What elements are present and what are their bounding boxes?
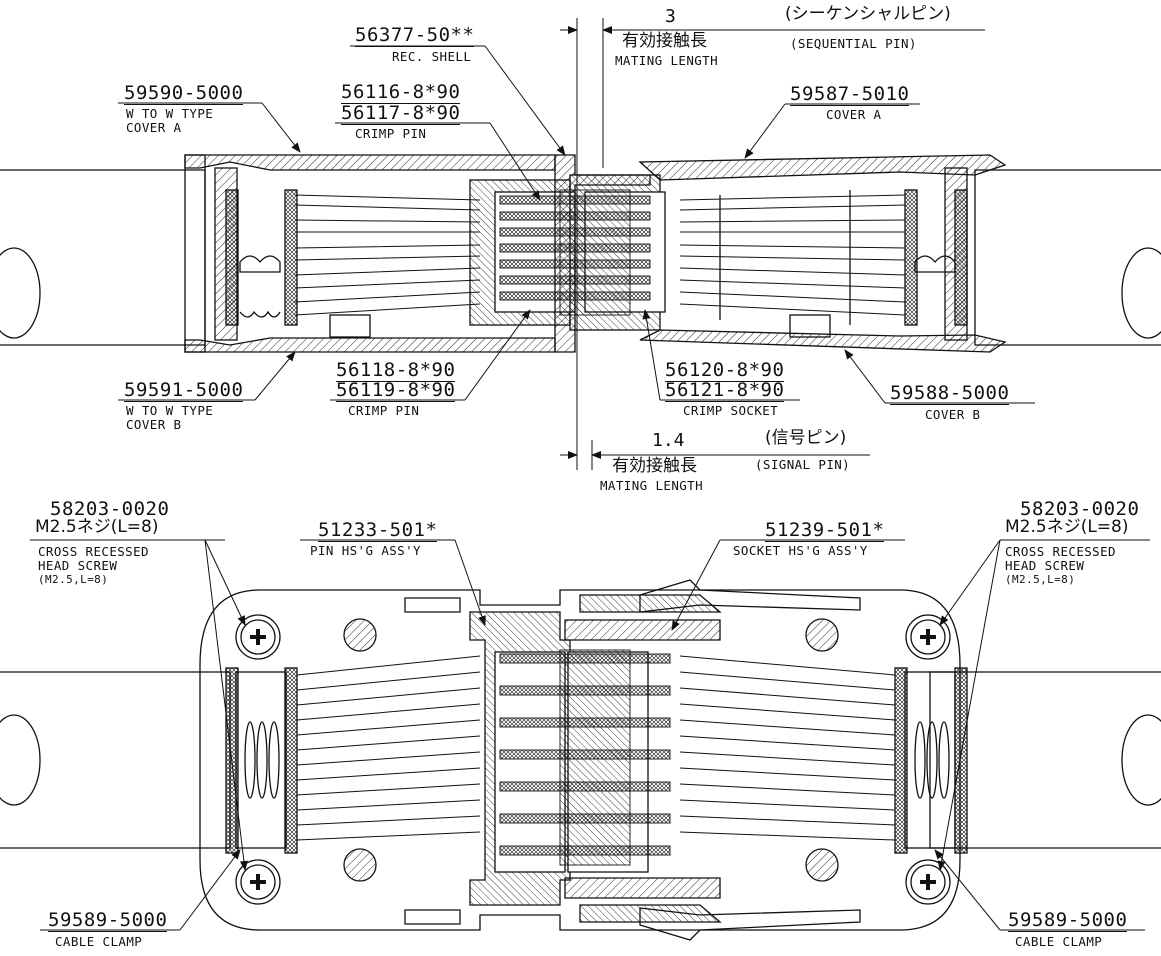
right-clamp-bottom: [894, 667, 908, 854]
screw-left-part-number: 58203-0020: [50, 498, 170, 520]
sequential-mating-length-english: MATING LENGTH: [615, 53, 719, 68]
crimp-pin-bottom-description: CRIMP PIN: [348, 403, 420, 418]
cover-a-part-number: 59587-5010: [790, 83, 910, 106]
signal-mating-length-value: 1.4: [652, 430, 685, 451]
boss-right-top: [805, 618, 839, 652]
top-section-view: [0, 154, 1161, 353]
socket-housing-description: SOCKET HS'G ASS'Y: [733, 543, 868, 558]
right-cable-end-top: [1121, 247, 1161, 339]
w-cover-b-description-1: W TO W TYPE: [126, 403, 214, 418]
signal-effective-length-japanese: 有効接触長: [612, 456, 697, 476]
cover-b-description: COVER B: [925, 407, 981, 422]
right-cable-top: [974, 169, 1161, 346]
signal-pin-english: (SIGNAL PIN): [755, 457, 851, 472]
pin-housing-part-number: 51233-501*: [318, 519, 438, 542]
rec-shell-part-number: 56377-50**: [355, 24, 475, 47]
cable-clamp-left-part-number: 59589-5000: [48, 909, 168, 932]
socket-housing-part-number: 51239-501*: [765, 519, 885, 542]
left-cover-b: [184, 337, 556, 353]
boss-left-top: [343, 618, 377, 652]
screw-right-description-2: HEAD SCREW: [1005, 558, 1085, 573]
crimp-socket-part-number-1: 56120-8*90: [665, 359, 785, 382]
socket-housing-bottom: [564, 619, 721, 641]
cover-b-part-number: 59588-5000: [890, 382, 1010, 405]
screw-left-description-2: HEAD SCREW: [38, 558, 118, 573]
w-cover-a-part-number: 59590-5000: [124, 82, 244, 105]
rec-shell-description: REC. SHELL: [392, 49, 472, 64]
boss-right-bottom: [805, 848, 839, 882]
left-cover-a: [184, 154, 556, 171]
right-cable-bottom: [929, 671, 1161, 849]
screw-left-top: [235, 614, 281, 660]
screw-right-description-3: (M2.5,L=8): [1005, 573, 1076, 586]
crimp-pin-bottom-part-number-1: 56118-8*90: [336, 359, 456, 382]
contacts-top: [499, 189, 651, 316]
cable-clamp-right-description: CABLE CLAMP: [1015, 934, 1103, 949]
cable-clamp-left-description: CABLE CLAMP: [55, 934, 143, 949]
outer-body-bottom: [199, 589, 961, 931]
screw-right-top: [905, 614, 951, 660]
crimp-socket-part-number-2: 56121-8*90: [665, 379, 785, 402]
crimp-pin-top-part-number-1: 56116-8*90: [341, 81, 461, 104]
w-cover-a-description-1: W TO W TYPE: [126, 106, 214, 121]
crimp-socket-description: CRIMP SOCKET: [683, 403, 779, 418]
screw-left-description-1: CROSS RECESSED: [38, 544, 149, 559]
contacts-bottom: [499, 649, 671, 866]
sequential-pin-japanese: (シーケンシャルピン): [785, 4, 951, 24]
screw-left-bottom: [235, 859, 281, 905]
screw-left-japanese: M2.5ネジ(L=8): [35, 517, 159, 537]
pin-housing-description: PIN HS'G ASS'Y: [310, 543, 421, 558]
left-cable-end-top: [0, 247, 41, 339]
crimp-pin-bottom-part-number-2: 56119-8*90: [336, 379, 456, 402]
cover-a-description: COVER A: [826, 107, 882, 122]
left-cable-end-bottom: [0, 714, 41, 806]
screw-right-part-number: 58203-0020: [1020, 498, 1140, 520]
leader-lines: [30, 45, 1150, 931]
screw-right-description-1: CROSS RECESSED: [1005, 544, 1116, 559]
w-cover-b-description-2: COVER B: [126, 417, 182, 432]
right-cable-end-bottom: [1121, 714, 1161, 806]
signal-mating-length-english: MATING LENGTH: [600, 478, 704, 493]
left-cable-bottom: [0, 671, 231, 849]
crimp-pin-top-description: CRIMP PIN: [355, 126, 427, 141]
screw-right-japanese: M2.5ネジ(L=8): [1005, 517, 1129, 537]
sequential-effective-length-japanese: 有効接触長: [622, 31, 707, 51]
sequential-mating-length-value: 3: [665, 6, 676, 27]
signal-pin-japanese: (信号ピン): [765, 428, 847, 448]
sequential-pin-english: (SEQUENTIAL PIN): [790, 36, 917, 51]
wires-top: [294, 194, 906, 316]
cable-clamp-right-part-number: 59589-5000: [1008, 909, 1128, 932]
w-cover-b-part-number: 59591-5000: [124, 379, 244, 402]
right-cover-b: [639, 329, 1007, 353]
w-cover-a-description-2: COVER A: [126, 120, 182, 135]
boss-left-bottom: [343, 848, 377, 882]
screw-left-description-3: (M2.5,L=8): [38, 573, 109, 586]
wires-bottom: [296, 655, 896, 841]
right-cover-a: [638, 154, 1007, 181]
dimension-lines: [560, 18, 985, 470]
screw-right-bottom: [905, 859, 951, 905]
crimp-pin-top-part-number-2: 56117-8*90: [341, 102, 461, 125]
bottom-plan-view: [0, 579, 1161, 941]
